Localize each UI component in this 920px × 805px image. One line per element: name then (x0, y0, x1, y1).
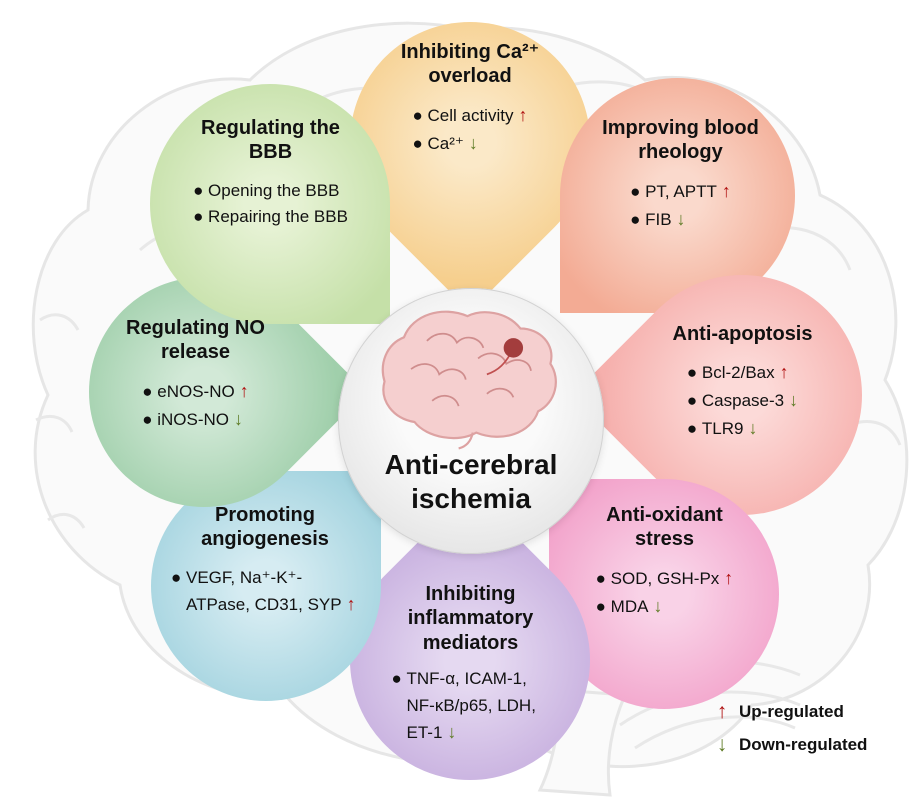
petal-title: Regulating the BBB (201, 117, 340, 164)
item-text: ● Repairing the BBB (193, 207, 348, 227)
item-text: ● FIB (630, 209, 672, 229)
mechanism-item: ● Ca²⁺ ↓ (413, 130, 528, 158)
petal-title: Anti-apoptosis (672, 323, 813, 345)
down-arrow-icon: ↓ (671, 208, 686, 229)
petal-title: Inhibiting Ca²⁺ overload (400, 41, 540, 88)
item-text: ● PT, APTT (630, 181, 717, 201)
down-arrow-icon: ↓ (229, 408, 244, 429)
mechanism-item: ● Bcl-2/Bax ↑ (687, 359, 798, 387)
petal-title: Inhibiting inflammatory mediators (407, 583, 534, 654)
down-arrow-icon: ↓ (463, 132, 478, 153)
up-arrow-icon: ↑ (513, 104, 528, 125)
petal-shape (150, 84, 390, 324)
petal-items: ● eNOS-NO ↑● iNOS-NO ↓ (142, 378, 248, 434)
down-arrow-icon: ↓ (442, 721, 457, 742)
petal-items: ● Cell activity ↑● Ca²⁺ ↓ (413, 102, 528, 158)
legend-row-down: ↓ Down-regulated (712, 733, 868, 757)
item-text: ● Bcl-2/Bax (686, 363, 775, 383)
item-text: ● Cell activity (412, 105, 514, 125)
item-text: ● TLR9 (686, 419, 744, 439)
down-arrow-icon: ↓ (648, 595, 663, 616)
mechanism-item: ● Repairing the BBB (193, 204, 348, 230)
mechanism-item: ● iNOS-NO ↓ (142, 406, 248, 434)
item-text: ● SOD, GSH-Px (595, 568, 720, 588)
mechanism-item: ● FIB ↓ (630, 206, 731, 234)
brain-illustration (381, 310, 557, 450)
petal-title: Regulating NO release (126, 317, 265, 364)
legend-label: Down-regulated (739, 735, 868, 754)
petal-title: Improving blood rheology (602, 117, 759, 164)
item-text: ● Ca²⁺ (412, 133, 464, 153)
down-arrow-icon: ↓ (784, 390, 799, 411)
down-arrow-icon: ↓ (743, 418, 758, 439)
petal-shape (560, 78, 795, 313)
ischemia-spot (503, 338, 524, 358)
mechanism-item: ● VEGF, Na⁺-K⁺-ATPase, CD31, SYP ↑ (171, 565, 359, 619)
up-arrow-icon: ↑ (341, 594, 356, 615)
item-text: ● VEGF, Na⁺-K⁺-ATPase, CD31, SYP (171, 567, 342, 615)
mechanism-item: ● SOD, GSH-Px ↑ (596, 565, 734, 593)
petal-shape (151, 471, 381, 701)
down-arrow-icon: ↓ (716, 733, 728, 756)
petal-items: ● PT, APTT ↑● FIB ↓ (630, 178, 731, 234)
mechanism-item: ● Cell activity ↑ (413, 102, 528, 130)
center-title: Anti-cerebral ischemia (384, 449, 558, 515)
mechanism-item: ● eNOS-NO ↑ (142, 378, 248, 406)
up-arrow-icon: ↑ (719, 567, 734, 588)
item-text: ● TNF-α, ICAM-1, NF-κB/p65, LDH, ET-1 (391, 669, 536, 742)
item-text: ● Opening the BBB (193, 180, 340, 200)
petal-title: Promoting angiogenesis (201, 504, 329, 551)
item-text: ● Caspase-3 (686, 391, 785, 411)
petal-items: ● Bcl-2/Bax ↑● Caspase-3 ↓● TLR9 ↓ (687, 359, 798, 443)
petal-title: Anti-oxidant stress (606, 504, 723, 551)
petal-items: ● TNF-α, ICAM-1, NF-κB/p65, LDH, ET-1 ↓ (392, 666, 550, 747)
petal-items: ● Opening the BBB ● Repairing the BBB (193, 178, 348, 231)
legend-row-up: ↑ Up-regulated (712, 700, 867, 724)
up-arrow-icon: ↑ (234, 380, 249, 401)
item-text: ● iNOS-NO (142, 409, 230, 429)
mechanism-item: ● Caspase-3 ↓ (687, 387, 798, 415)
mechanism-item: ● TNF-α, ICAM-1, NF-κB/p65, LDH, ET-1 ↓ (392, 666, 550, 747)
mechanism-item: ● TLR9 ↓ (687, 415, 798, 443)
up-arrow-icon: ↑ (716, 180, 731, 201)
petal-items: ● SOD, GSH-Px ↑● MDA ↓ (596, 565, 734, 621)
item-text: ● eNOS-NO (142, 381, 235, 401)
legend: ↑ Up-regulated ↓ Down-regulated (712, 700, 868, 766)
petal-items: ● VEGF, Na⁺-K⁺-ATPase, CD31, SYP ↑ (171, 565, 359, 619)
mechanism-item: ● PT, APTT ↑ (630, 178, 731, 206)
up-arrow-icon: ↑ (716, 700, 728, 723)
legend-label: Up-regulated (739, 702, 844, 721)
mechanism-item: ● MDA ↓ (596, 593, 734, 621)
up-arrow-icon: ↑ (774, 362, 789, 383)
item-text: ● MDA (595, 596, 649, 616)
center-circle: Anti-cerebral ischemia (338, 288, 604, 554)
mechanism-item: ● Opening the BBB (193, 178, 348, 204)
